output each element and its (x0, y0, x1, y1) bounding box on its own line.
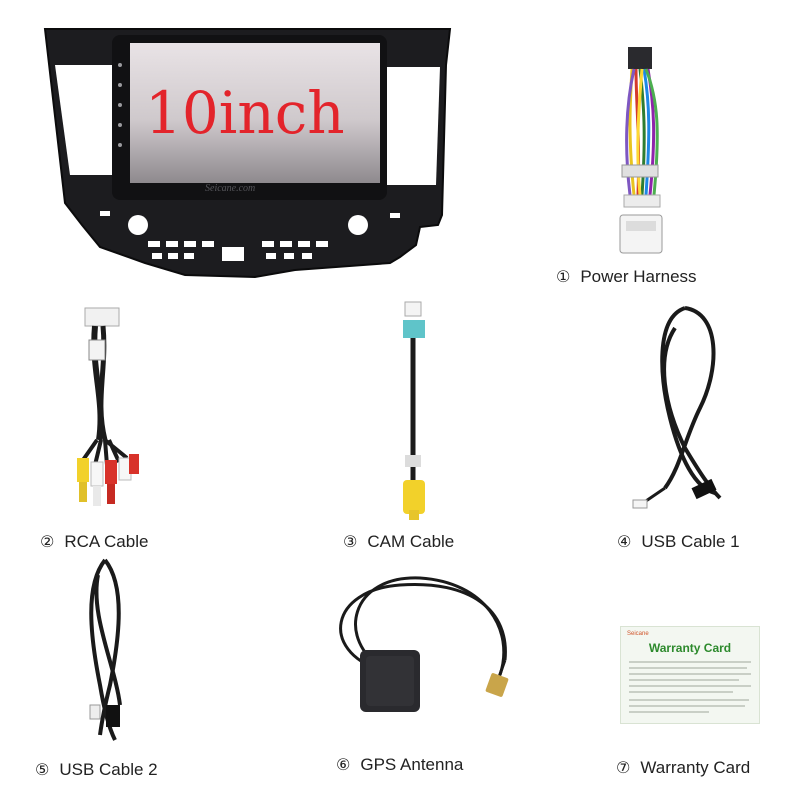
cam-cable-image (385, 300, 445, 525)
item-label: Power Harness (580, 267, 697, 286)
item-label: GPS Antenna (360, 755, 464, 774)
gps-antenna-image (320, 570, 530, 740)
caption-rca-cable: ② RCA Cable (40, 532, 148, 552)
item-number: ③ (343, 532, 358, 551)
item-label: RCA Cable (64, 532, 149, 551)
item-number: ⑤ (35, 760, 50, 779)
item-label: CAM Cable (367, 532, 455, 551)
usb-cable-2-image (70, 555, 150, 745)
item-label: Warranty Card (640, 758, 751, 777)
item-number: ⑦ (616, 758, 631, 777)
head-unit-product: 10inch Seicane.com (40, 25, 460, 290)
brand-watermark: Seicane.com (205, 183, 255, 194)
item-label: USB Cable 1 (641, 532, 740, 551)
warranty-card-image: Seicane Warranty Card (620, 626, 760, 724)
item-number: ④ (617, 532, 632, 551)
usb-cable-1-image (625, 298, 735, 518)
warranty-card-brand: Seicane (627, 631, 649, 637)
item-number: ⑥ (336, 755, 351, 774)
caption-usb-cable-2: ⑤ USB Cable 2 (35, 760, 158, 780)
item-number: ① (556, 267, 571, 286)
caption-cam-cable: ③ CAM Cable (343, 532, 454, 552)
power-harness-image (600, 45, 690, 260)
item-label: USB Cable 2 (59, 760, 158, 779)
caption-gps-antenna: ⑥ GPS Antenna (336, 755, 463, 775)
caption-usb-cable-1: ④ USB Cable 1 (617, 532, 740, 552)
rca-cable-image (65, 300, 155, 520)
warranty-card-title: Warranty Card (648, 641, 732, 655)
screen-size-label: 10inch (145, 79, 345, 147)
caption-power-harness: ① Power Harness (556, 267, 697, 287)
caption-warranty-card: ⑦ Warranty Card (616, 758, 750, 778)
item-number: ② (40, 532, 55, 551)
